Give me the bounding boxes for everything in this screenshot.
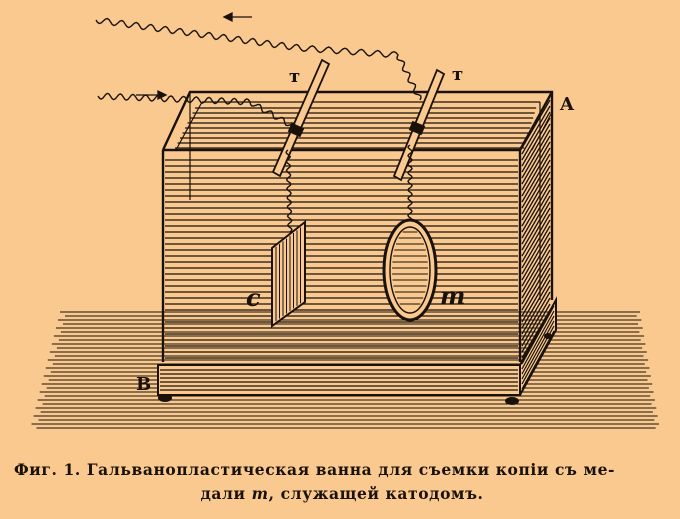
label-corner-b: B bbox=[136, 374, 151, 395]
label-terminal-left: т bbox=[289, 66, 300, 87]
caption-line-2: дали m, служащей катодомъ. bbox=[14, 482, 670, 506]
label-terminal-right: т bbox=[452, 64, 463, 85]
caption-line-2-start: дали bbox=[200, 484, 252, 503]
label-corner-a: A bbox=[559, 94, 575, 115]
caption-medal-symbol: m bbox=[251, 484, 269, 503]
caption-line-2-end: , служащей катодомъ. bbox=[268, 484, 484, 503]
electroplating-bath-engraving: т т A B c m bbox=[31, 11, 659, 429]
terminal-rods bbox=[271, 58, 446, 182]
figure-caption: Фиг. 1. Гальванопластическая ванна для с… bbox=[14, 458, 670, 506]
current-arrows bbox=[136, 11, 252, 101]
caption-line-1: Фиг. 1. Гальванопластическая ванна для с… bbox=[14, 460, 616, 479]
bath-base bbox=[157, 296, 557, 396]
bath-feet bbox=[158, 333, 552, 405]
label-anode-c: c bbox=[246, 283, 261, 312]
wires bbox=[95, 17, 422, 233]
label-cathode-m: m bbox=[440, 281, 465, 310]
anode-plate bbox=[271, 219, 306, 328]
glass-box bbox=[161, 90, 554, 362]
cathode-medal bbox=[382, 218, 438, 322]
